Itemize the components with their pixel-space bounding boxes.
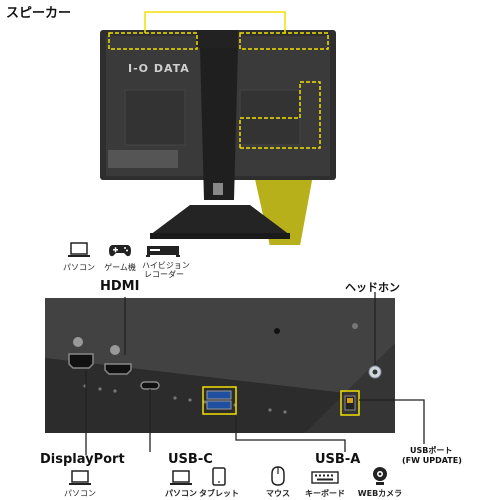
hdmi-device-label: ハイビジョン レコーダー — [142, 261, 190, 279]
ports-closeup — [45, 298, 395, 433]
keyboard-icon — [311, 471, 339, 484]
recorder-icon — [146, 246, 180, 257]
displayport-label: DisplayPort — [40, 452, 125, 467]
usb-port-label: USBポート — [410, 446, 453, 455]
laptop-icon — [68, 242, 90, 257]
gamepad-icon — [109, 245, 131, 257]
tablet-icon — [212, 467, 226, 486]
brand-logo: I-O DATA — [128, 62, 190, 75]
speaker-label: スピーカー — [6, 6, 72, 21]
laptop-icon — [170, 470, 192, 485]
usbc-device-label: パソコン — [165, 489, 197, 498]
headphone-label: ヘッドホン — [345, 281, 400, 294]
usbc-label: USB-C — [168, 452, 213, 467]
speaker-left-highlight — [108, 32, 198, 50]
hdmi-device-label: パソコン — [63, 263, 95, 272]
webcam-icon — [373, 467, 387, 485]
laptop-icon — [69, 470, 91, 485]
hdmi-label: HDMI — [100, 279, 140, 294]
usba-device-label: キーボード — [305, 489, 345, 498]
ports-closeup-illustration — [45, 298, 395, 433]
monitor-back-illustration — [100, 11, 336, 245]
mouse-icon — [271, 466, 285, 486]
ports-highlight — [239, 81, 321, 149]
displayport-device-label: パソコン — [64, 489, 96, 498]
hdmi-device-label: ゲーム機 — [104, 263, 136, 272]
hdmi-device-icons: パソコン ゲーム機 ハイビジョン レコーダー — [60, 238, 200, 283]
speaker-right-highlight — [239, 32, 329, 50]
usba-label: USB-A — [315, 452, 361, 467]
usbc-device-label: タブレット — [199, 489, 239, 498]
usb-port-sublabel: (FW UPDATE) — [402, 456, 462, 465]
usba-device-label: マウス — [266, 489, 290, 498]
monitor-back-view: I-O DATA スピーカー — [0, 0, 500, 245]
usba-device-label: WEBカメラ — [357, 489, 403, 498]
